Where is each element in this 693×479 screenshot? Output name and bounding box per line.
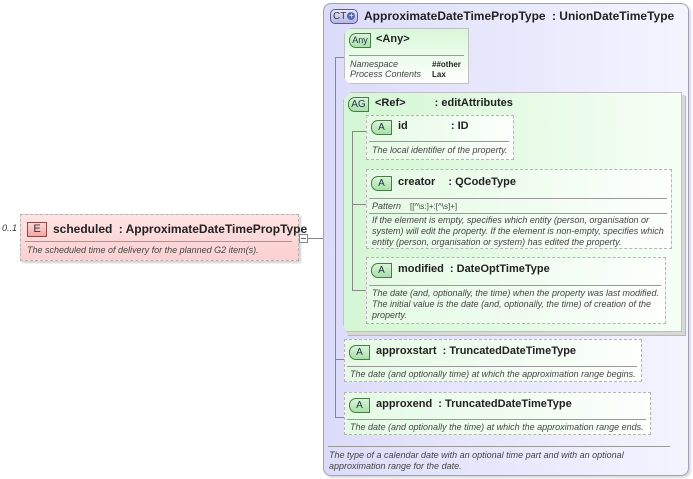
plus-icon: + [347,11,356,21]
attribute-name: creator [398,176,436,188]
attribute-type: : ID [450,120,469,132]
namespace-value: ##other [432,60,461,69]
attribute-type: : TruncatedDateTimeType [438,398,572,410]
attribute-group-badge: AG [348,97,369,112]
collapse-toggle-icon[interactable] [299,234,308,243]
complex-type-description: The type of a calendar date with an opti… [329,450,624,471]
element-type-text: : ApproximateDateTimePropType [118,222,308,236]
attribute-approxend[interactable]: A approxend : TruncatedDateTimeType The … [344,392,651,435]
element-badge: E [27,222,47,237]
element-name-text: scheduled [53,222,113,236]
any-badge: Any [349,33,371,48]
complex-type-title: ApproximateDateTimePropType : UnionDateT… [364,9,674,23]
attribute-badge: A [349,345,370,360]
attribute-type: : DateOptTimeType [449,263,550,275]
attribute-description: The date (and optionally the time) at wh… [350,422,644,432]
complex-type-badge: CT+ [330,9,358,24]
attribute-badge: A [371,120,392,135]
process-contents-value: Lax [432,70,446,79]
attribute-id[interactable]: A id : ID The local identifier of the pr… [366,115,514,160]
complex-type-base: : UnionDateTimeType [551,9,675,23]
element-name: scheduled : ApproximateDateTimePropType [53,222,307,236]
attribute-name: id [398,120,408,132]
pattern-value: [[^\s:]+:[^\s]+] [410,202,458,211]
attribute-name: approxend [376,398,433,410]
complex-type-container: CT+ ApproximateDateTimePropType : UnionD… [323,3,689,476]
any-wildcard[interactable]: Any <Any> Namespace ##other Process Cont… [344,28,469,84]
namespace-label: Namespace [350,59,399,69]
any-name: <Any> [376,33,410,45]
attribute-description: The local identifier of the property. [372,145,508,155]
attribute-group-title: <Ref> : editAttributes [375,97,513,109]
attribute-type: : TruncatedDateTimeType [442,345,577,357]
attribute-description: If the element is empty, specifies which… [372,215,664,247]
process-contents-label: Process Contents [350,69,422,79]
complex-type-name: ApproximateDateTimePropType [364,9,546,23]
attribute-name: approxstart [376,345,437,357]
attribute-badge: A [371,263,392,278]
cardinality-label: 0..1 [2,223,18,233]
element-description: The scheduled time of delivery for the p… [27,245,259,255]
pattern-label: Pattern [372,201,402,211]
attribute-group-ref: <Ref> [375,97,406,109]
attribute-badge: A [349,398,370,413]
attribute-type: : QCodeType [448,176,516,188]
attribute-name: modified [398,263,444,275]
attribute-badge: A [371,176,392,191]
attribute-group-type: : editAttributes [434,97,513,109]
attribute-creator[interactable]: A creator : QCodeType Pattern [[^\s:]+:[… [366,169,672,249]
attribute-description: The date (and, optionally, the time) whe… [372,288,659,320]
attribute-approxstart[interactable]: A approxstart : TruncatedDateTimeType Th… [344,339,642,382]
attribute-group-editattributes[interactable]: AG <Ref> : editAttributes A id : ID The … [343,92,682,332]
element-scheduled[interactable]: E scheduled : ApproximateDateTimePropTyp… [20,214,307,261]
attribute-description: The date (and optionally time) at which … [350,369,636,379]
attribute-modified[interactable]: A modified : DateOptTimeType The date (a… [366,257,666,324]
